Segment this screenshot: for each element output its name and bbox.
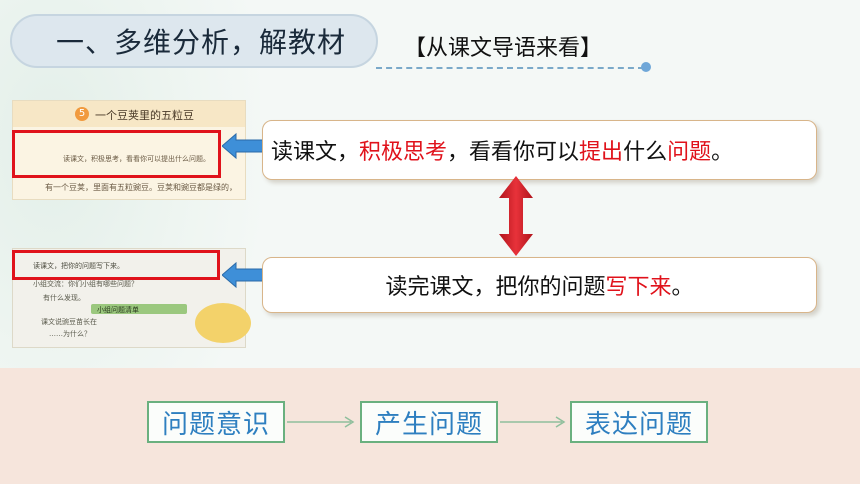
flow-step-2: 产生问题: [360, 401, 498, 443]
flow-step-1: 问题意识: [147, 401, 285, 443]
question-list-bar: [91, 304, 187, 314]
flow-arrow-icon: [287, 416, 355, 428]
callout-guide-prompt: 读课文，积极思考，看看你可以提出什么问题。: [262, 120, 817, 180]
textbook-excerpt-2: 读课文，把你的问题写下来。 小组交流：你们小组有哪些问题？ 有什么发现。 小组问…: [12, 248, 251, 348]
section-title: 一、多维分析，解教材: [56, 26, 347, 59]
callout-write-prompt: 读完课文，把你的问题写下来。: [262, 257, 817, 313]
question-list-label: 小组问题清单: [97, 306, 139, 314]
subtitle-dashed-line: [376, 67, 644, 69]
flow-step-3: 表达问题: [570, 401, 708, 443]
arrow-left-icon: [222, 261, 264, 289]
lesson-body-text: 有一个豆荚，里面有五粒豌豆。豆荚和豌豆都是绿的，: [45, 183, 237, 192]
exercise-line-5: ……为什么？: [49, 330, 91, 338]
highlight-box-2: [12, 250, 220, 280]
double-arrow-icon: [499, 176, 533, 256]
lesson-title: 一个豆荚里的五粒豆: [95, 109, 194, 122]
section-title-pill: 一、多维分析，解教材: [10, 14, 378, 68]
textbook-excerpt-1: 5 一个豆荚里的五粒豆 读课文，积极思考，看看你可以提出什么问题。 有一个豆荚，…: [12, 100, 246, 200]
subtitle-dot: [641, 62, 651, 72]
lesson-header: [13, 101, 245, 127]
callout-2-text: 读完课文，把你的问题写下来。: [385, 275, 694, 300]
callout-1-text: 读课文，积极思考，看看你可以提出什么问题。: [271, 140, 734, 165]
arrow-left-icon: [222, 132, 264, 160]
exercise-line-2: 小组交流：你们小组有哪些问题？: [33, 280, 138, 288]
exercise-line-1: 读课文，把你的问题写下来。: [33, 262, 124, 270]
lesson-number-badge: 5: [75, 107, 89, 121]
section-subtitle: 【从课文导语来看】: [404, 36, 603, 61]
lesson-guide-text: 读课文，积极思考，看看你可以提出什么问题。: [63, 155, 210, 163]
highlight-box-1: [12, 130, 221, 178]
exercise-line-3: 有什么发现。: [43, 294, 85, 302]
speech-bubble: [195, 303, 251, 343]
exercise-line-4: 课文说豌豆苗长在: [41, 318, 97, 326]
flow-arrow-icon: [500, 416, 566, 428]
